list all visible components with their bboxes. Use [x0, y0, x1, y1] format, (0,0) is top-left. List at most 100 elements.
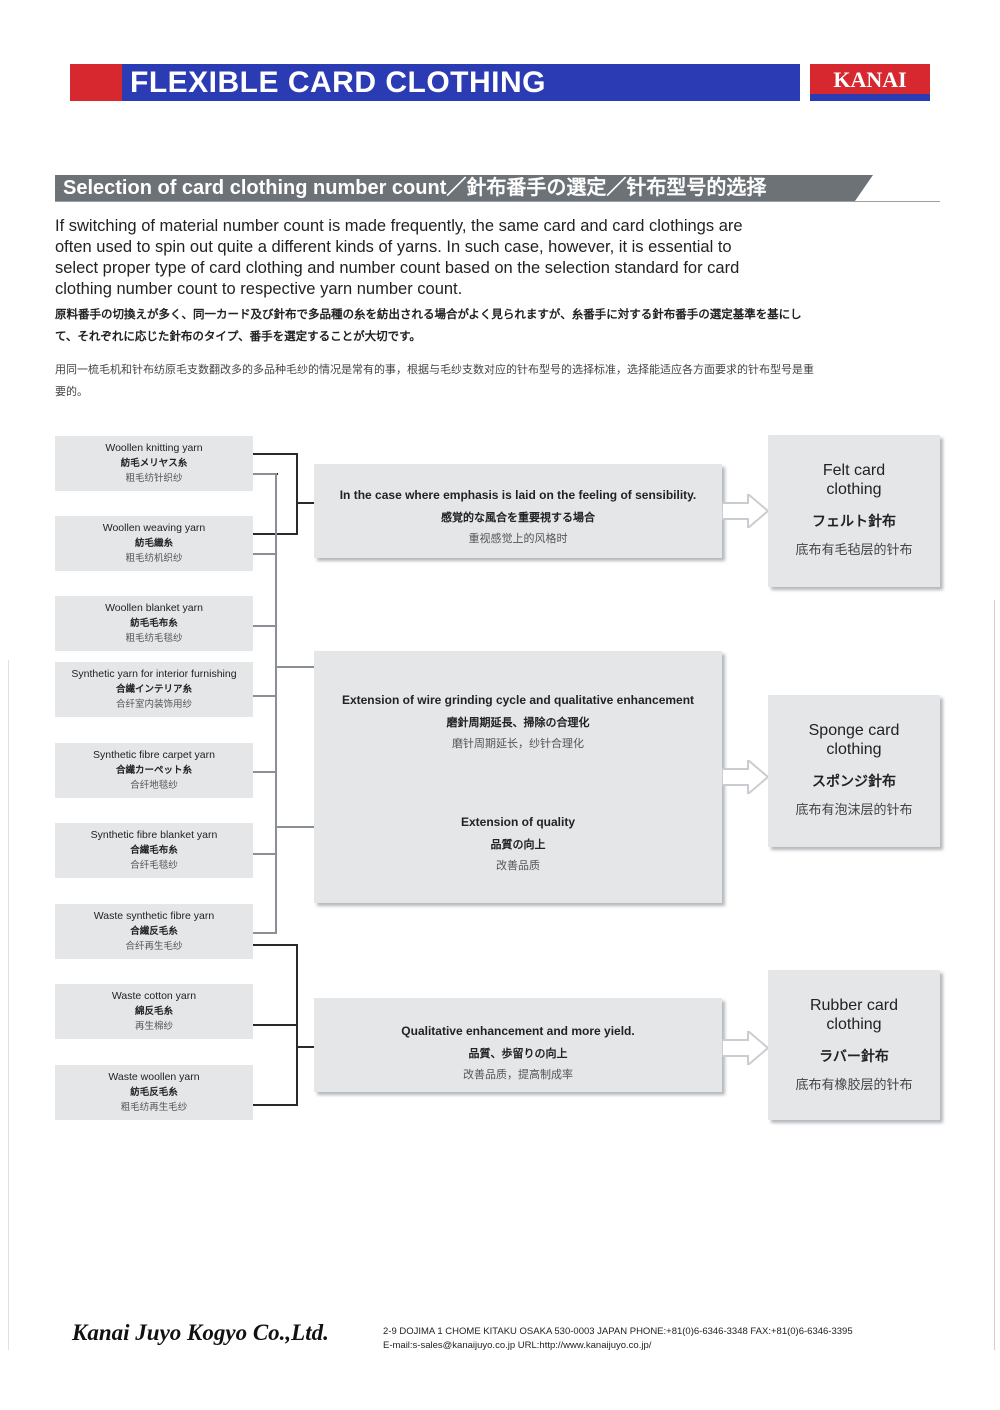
middle-label-en: In the case where emphasis is laid on th… [339, 488, 697, 502]
connector-line [253, 944, 298, 946]
intro-chinese: 用同一梳毛机和针布纺原毛支数翻改多的多品种毛纱的情况是常有的事，根据与毛纱支数对… [55, 363, 814, 398]
yarn-label-ja: 紡毛織糸 [134, 538, 173, 549]
middle-label-ja: 品質、歩留りの向上 [468, 1048, 568, 1060]
yarn-label-ja: 合繊毛布糸 [130, 845, 178, 856]
section-underline [55, 201, 940, 202]
middle-label-en: Qualitative enhancement and more yield. [401, 1024, 635, 1038]
middle-label-en-2: Extension of quality [460, 815, 575, 829]
middle-label-zh-2: 改善品质 [496, 859, 540, 872]
yarn-box-synthetic-carpet: Synthetic fibre carpet yarn 合繊カーペット糸 合纤地… [55, 743, 253, 798]
section-heading-bar [55, 175, 855, 201]
result-box-felt: Felt card clothing フェルト針布 底布有毛毡层的针布 [768, 435, 940, 587]
yarn-label-ja: 紡毛メリヤス糸 [120, 458, 188, 469]
result-label-ja: スポンジ針布 [812, 773, 896, 789]
yarn-label-zh: 粗毛纺针织纱 [125, 473, 183, 484]
connector-line [275, 666, 314, 668]
yarn-label-ja: 紡毛反毛糸 [130, 1087, 178, 1098]
middle-label-zh: 磨针周期延长，纱针合理化 [452, 737, 584, 750]
yarn-box-woollen-knitting: Woollen knitting yarn 紡毛メリヤス糸 粗毛纺针织纱 [55, 436, 253, 491]
middle-box-yield: Qualitative enhancement and more yield. … [314, 998, 722, 1092]
yarn-label-en: Synthetic yarn for interior furnishing [71, 668, 237, 680]
middle-box-grinding-quality: Extension of wire grinding cycle and qua… [314, 651, 722, 903]
page-edge-line [994, 600, 995, 1350]
company-contact: E-mail:s-sales@kanaijuyo.co.jp URL:http:… [383, 1340, 652, 1351]
result-box-sponge: Sponge card clothing スポンジ針布 底布有泡沫层的针布 [768, 695, 940, 847]
logo-text: KANAI [833, 67, 907, 92]
yarn-label-ja: 合繊インテリア糸 [115, 684, 192, 695]
connector-line [253, 473, 276, 475]
middle-label-en: Extension of wire grinding cycle and qua… [341, 693, 695, 707]
result-label-ja: ラバー針布 [819, 1048, 889, 1064]
company-name: Kanai Juyo Kogyo Co.,Ltd. [72, 1320, 329, 1345]
yarn-label-en: Synthetic fibre carpet yarn [93, 749, 215, 761]
company-address: 2-9 DOJIMA 1 CHOME KITAKU OSAKA 530-0003… [383, 1326, 853, 1337]
yarn-label-en: Waste woollen yarn [108, 1071, 200, 1083]
yarn-label-zh: 合纤再生毛纱 [125, 941, 183, 952]
middle-label-ja: 感覚的な風合を重要視する場合 [441, 512, 595, 524]
middle-label-zh: 改善品质，提高制成率 [463, 1068, 573, 1081]
intro-english: If switching of material number count is… [55, 217, 743, 298]
connector-line [253, 1104, 298, 1106]
yarn-label-ja: 合繊反毛糸 [130, 926, 178, 937]
yarn-box-synthetic-interior: Synthetic yarn for interior furnishing 合… [55, 662, 253, 717]
yarn-label-zh: 粗毛纺再生毛纱 [120, 1102, 188, 1113]
yarn-box-woollen-blanket: Woollen blanket yarn 紡毛毛布糸 粗毛纺毛毯纱 [55, 596, 253, 651]
page-title: FLEXIBLE CARD CLOTHING [130, 66, 546, 99]
kanai-logo: KANAI [810, 64, 930, 101]
yarn-label-zh: 合纤毛毯纱 [130, 860, 178, 871]
yarn-box-waste-synthetic: Waste synthetic fibre yarn 合繊反毛糸 合纤再生毛纱 [55, 904, 253, 959]
result-label-ja: フェルト針布 [812, 513, 896, 529]
result-label-zh: 底布有毛毡层的针布 [795, 543, 913, 558]
intro-japanese: 原料番手の切換えが多く、同一カード及び針布で多品種の糸を紡出される場合がよく見ら… [55, 309, 802, 343]
connector-line [253, 553, 276, 555]
connector-line [253, 771, 276, 773]
middle-box-sensibility: In the case where emphasis is laid on th… [314, 464, 722, 558]
result-label-en: Sponge card clothing [808, 722, 900, 758]
page-edge-line [8, 660, 9, 1350]
middle-label-zh: 重视感觉上的风格时 [468, 532, 568, 545]
yarn-label-en: Woollen weaving yarn [102, 522, 206, 534]
yarn-label-zh: 合纤室内装饰用纱 [115, 699, 192, 710]
yarn-label-en: Waste synthetic fibre yarn [93, 910, 215, 922]
result-label-en: Rubber card clothing [809, 997, 899, 1033]
yarn-label-en: Woollen knitting yarn [105, 442, 203, 454]
yarn-box-synthetic-blanket: Synthetic fibre blanket yarn 合繊毛布糸 合纤毛毯纱 [55, 823, 253, 878]
yarn-label-ja: 紡毛毛布糸 [130, 618, 178, 629]
connector-line [275, 826, 314, 828]
connector-line [253, 453, 298, 455]
yarn-label-zh: 再生棉纱 [134, 1021, 173, 1032]
yarn-label-en: Woollen blanket yarn [105, 602, 203, 614]
connector-line [253, 625, 276, 627]
yarn-label-zh: 粗毛纺毛毯纱 [125, 633, 183, 644]
connector-line [275, 473, 277, 934]
yarn-box-waste-woollen: Waste woollen yarn 紡毛反毛糸 粗毛纺再生毛纱 [55, 1065, 253, 1120]
yarn-label-en: Waste cotton yarn [111, 990, 197, 1002]
arrow-right-icon [722, 760, 770, 794]
yarn-label-zh: 粗毛纺机织纱 [125, 553, 183, 564]
section-heading-notch [855, 175, 873, 201]
connector-line [253, 853, 276, 855]
yarn-box-waste-cotton: Waste cotton yarn 綿反毛糸 再生棉纱 [55, 984, 253, 1039]
result-label-en: Felt card clothing [822, 462, 886, 498]
yarn-label-ja: 綿反毛糸 [134, 1006, 173, 1017]
middle-label-ja: 磨針周期延長、掃除の合理化 [446, 717, 590, 729]
connector-line [253, 695, 276, 697]
section-title: Selection of card clothing number count／… [63, 177, 767, 199]
yarn-label-zh: 合纤地毯纱 [130, 780, 178, 791]
connector-line [296, 944, 298, 1106]
arrow-right-icon [722, 1031, 770, 1065]
connector-line [296, 1046, 314, 1048]
yarn-label-en: Synthetic fibre blanket yarn [90, 829, 218, 841]
arrow-right-icon [722, 494, 770, 528]
middle-label-ja-2: 品質の向上 [490, 839, 546, 851]
header-banner [70, 64, 800, 101]
result-label-zh: 底布有橡胶层的针布 [795, 1078, 913, 1093]
connector-line [296, 502, 314, 504]
result-box-rubber: Rubber card clothing ラバー針布 底布有橡胶层的针布 [768, 970, 940, 1120]
result-label-zh: 底布有泡沫层的针布 [795, 803, 913, 818]
connector-line [253, 932, 276, 934]
connector-line [296, 453, 298, 535]
yarn-label-ja: 合繊カーペット糸 [115, 765, 192, 776]
yarn-box-woollen-weaving: Woollen weaving yarn 紡毛織糸 粗毛纺机织纱 [55, 516, 253, 571]
connector-line [253, 1024, 298, 1026]
